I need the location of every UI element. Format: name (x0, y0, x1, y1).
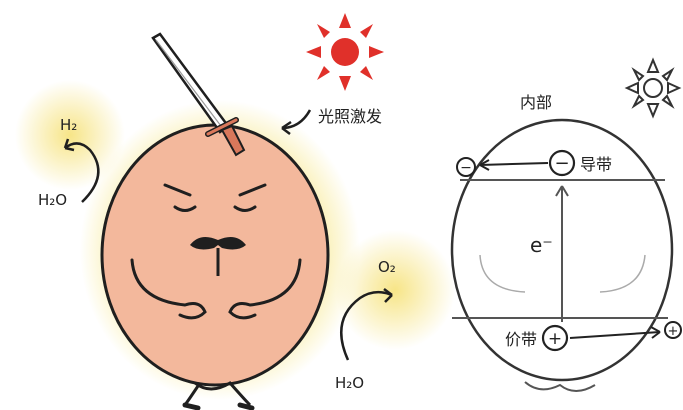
left-panel: 光照激发 H₂ H₂O O₂ H₂O (15, 13, 455, 408)
sun-outline-icon (627, 60, 679, 116)
internal-title: 内部 (520, 93, 552, 112)
right-panel: 内部 − 导带 − e⁻ (452, 60, 681, 391)
light-label: 光照激发 (318, 107, 382, 126)
released-hole-plus: + (668, 324, 679, 339)
right-foot (240, 405, 252, 408)
h2o-left-label: H₂O (38, 191, 67, 209)
electron-label: e⁻ (530, 233, 553, 257)
electron-minus: − (554, 153, 569, 174)
left-foot (185, 405, 198, 408)
hole-plus: + (548, 329, 562, 349)
o2-label: O₂ (378, 258, 396, 276)
conduction-band-label: 导带 (580, 155, 612, 174)
released-electron-minus: − (460, 160, 472, 176)
internal-legs (525, 382, 595, 391)
h2o-right-label: H₂O (335, 374, 364, 392)
valence-band-label: 价带 (505, 330, 537, 349)
egg-body (102, 125, 328, 385)
h2-label: H₂ (60, 116, 77, 134)
sun-icon (306, 13, 384, 91)
